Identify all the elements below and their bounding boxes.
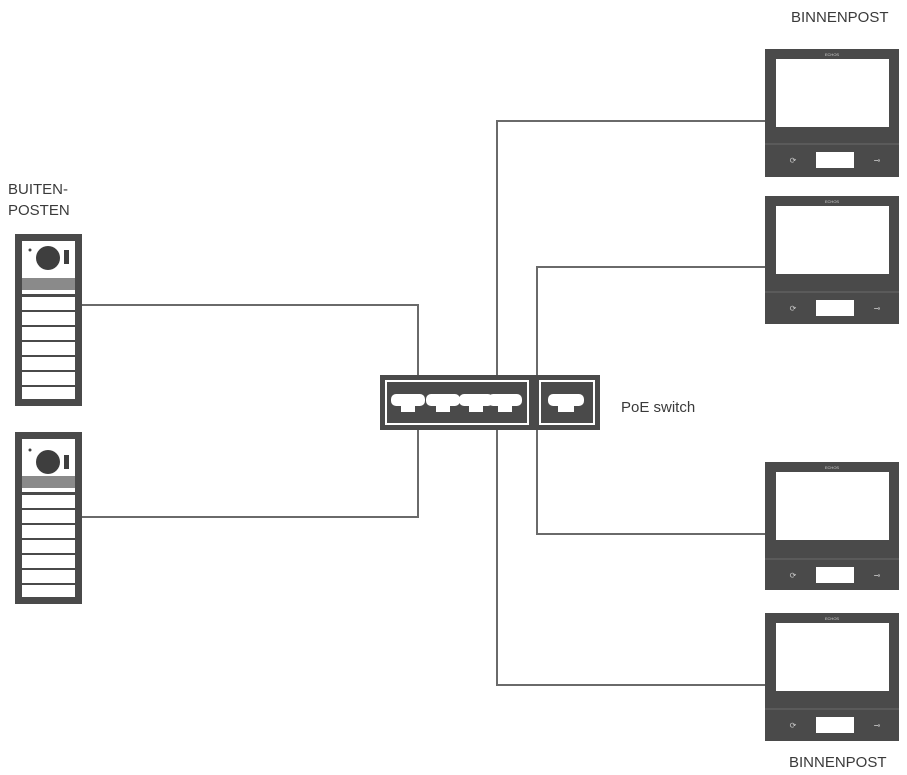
line-outdoor1-switch <box>82 304 419 375</box>
line-switch-indoor2 <box>536 266 765 375</box>
outdoor-station-1 <box>15 234 82 406</box>
monitor-brand: ECHOS <box>825 465 840 470</box>
call-icon: ⟳ <box>790 571 797 580</box>
indoor-station-label-bottom: BINNENPOST <box>789 754 887 771</box>
indoor-station-label-top: BINNENPOST <box>791 9 889 26</box>
poe-switch <box>380 375 600 430</box>
outdoor-stations-label-line2: POSTEN <box>8 202 70 219</box>
line-outdoor2-switch <box>82 430 419 518</box>
camera-icon <box>36 450 60 474</box>
ethernet-port-icon <box>391 394 522 412</box>
name-buttons <box>22 495 75 597</box>
indoor-monitor-4: ECHOS ⟳ ⊸ <box>765 613 899 741</box>
outdoor-stations-label-line1: BUITEN- <box>8 181 68 198</box>
door-key-icon: ⊸ <box>874 304 881 313</box>
indoor-monitor-2: ECHOS ⟳ ⊸ <box>765 196 899 324</box>
call-icon: ⟳ <box>790 721 797 730</box>
monitor-brand: ECHOS <box>825 52 840 57</box>
connection-lines <box>82 120 765 686</box>
speaker-grille-icon <box>22 278 75 290</box>
door-key-icon: ⊸ <box>874 156 881 165</box>
line-switch-indoor3 <box>536 430 765 535</box>
call-icon: ⟳ <box>790 304 797 313</box>
call-icon: ⟳ <box>790 156 797 165</box>
door-key-icon: ⊸ <box>874 721 881 730</box>
monitor-brand: ECHOS <box>825 199 840 204</box>
uplink-port-icon <box>548 394 584 412</box>
camera-icon <box>36 246 60 270</box>
line-switch-indoor4 <box>496 430 765 686</box>
outdoor-station-2 <box>15 432 82 604</box>
poe-switch-label: PoE switch <box>621 399 696 416</box>
indoor-monitor-3: ECHOS ⟳ ⊸ <box>765 462 899 590</box>
monitor-brand: ECHOS <box>825 616 840 621</box>
indoor-monitor-1: ECHOS ⟳ ⊸ <box>765 49 899 177</box>
line-switch-indoor1 <box>496 120 765 375</box>
door-key-icon: ⊸ <box>874 571 881 580</box>
name-buttons <box>22 297 75 399</box>
speaker-grille-icon <box>22 476 75 488</box>
